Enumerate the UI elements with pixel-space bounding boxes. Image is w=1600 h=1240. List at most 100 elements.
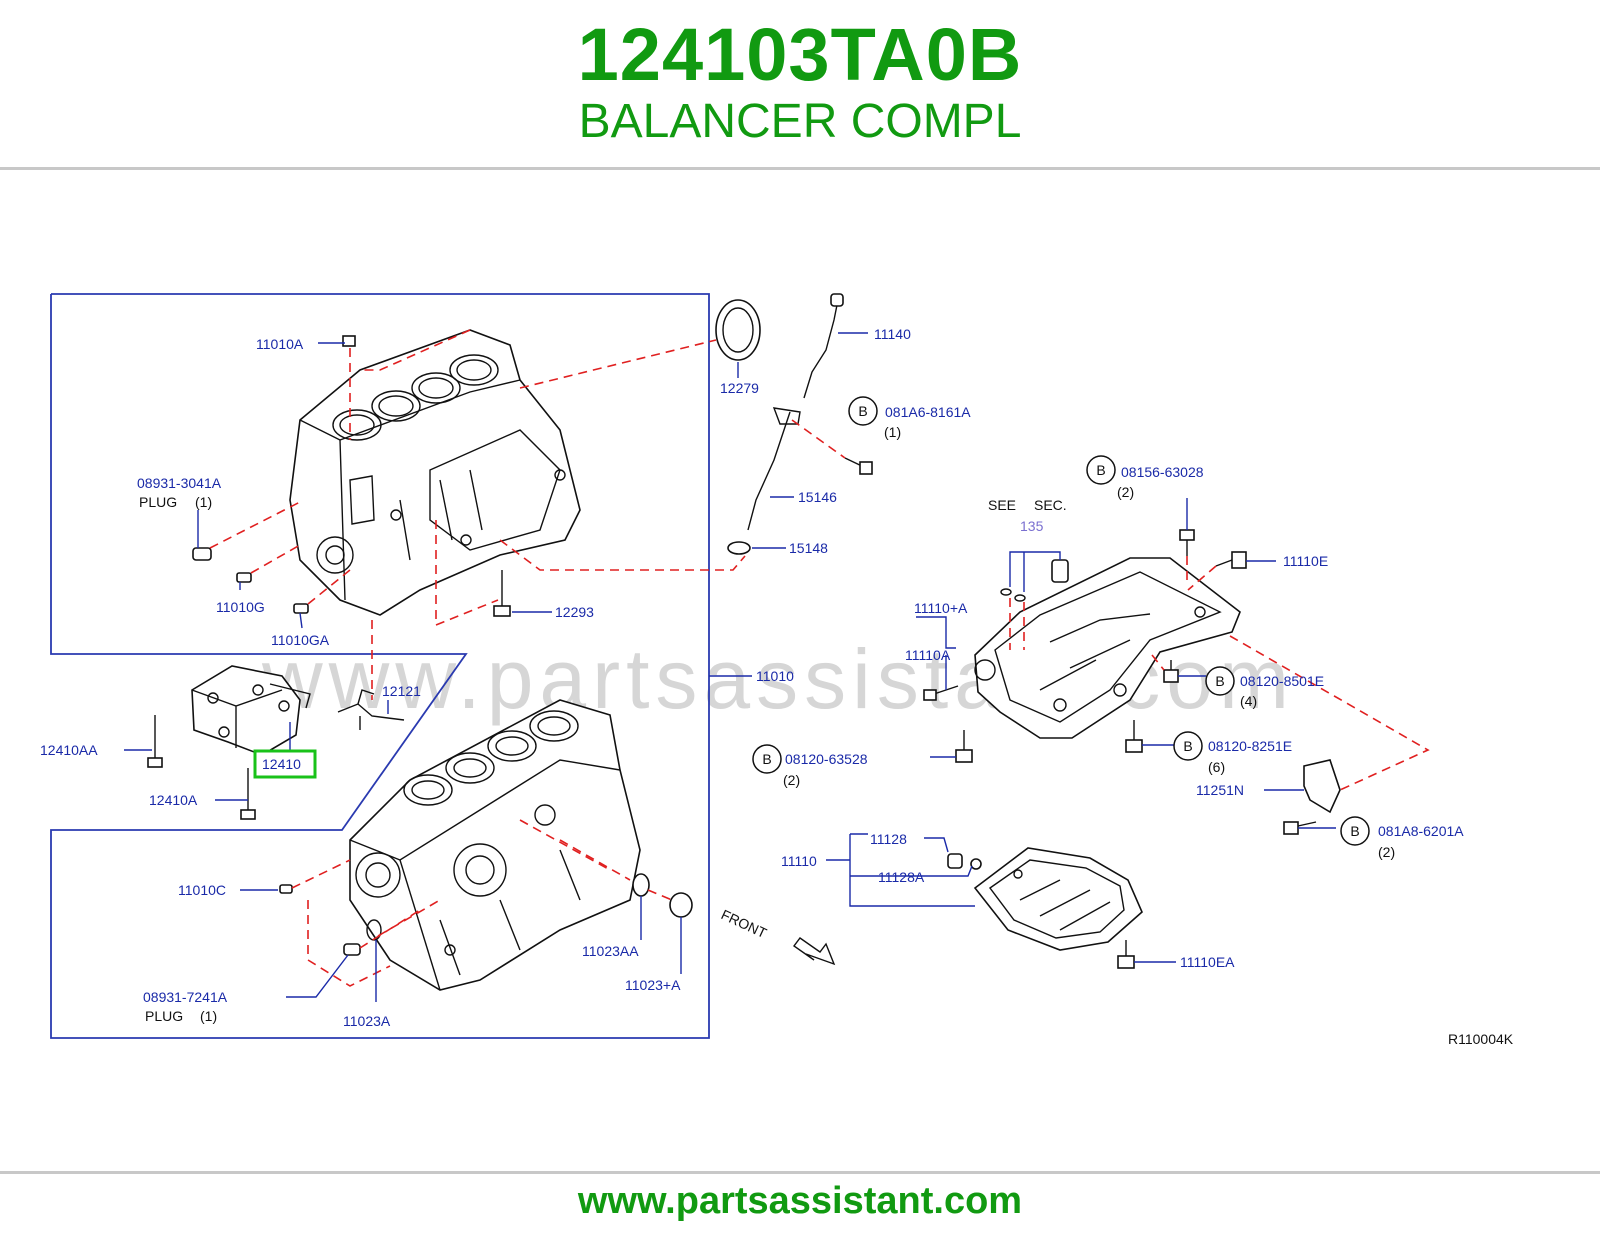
dowel-11010GA[interactable] (293, 603, 309, 614)
label-11023A: 11023A (343, 1013, 391, 1029)
label-11010GA: 11010GA (271, 632, 330, 648)
label-11023pA: 11023+A (625, 977, 681, 993)
cylinder-block-lower[interactable] (349, 699, 641, 991)
bolt-12410AA[interactable] (147, 715, 163, 768)
label-12293: 12293 (555, 604, 594, 620)
label-11110EA: 11110EA (1180, 954, 1235, 970)
plug-08931-3041A[interactable] (192, 547, 212, 561)
oil-pan-lower[interactable] (973, 847, 1143, 951)
label-63528-qty: (2) (783, 772, 800, 788)
diagram-code: R110004K (1448, 1031, 1514, 1047)
svg-text:B: B (1350, 823, 1359, 839)
label-6201A-qty: (2) (1378, 844, 1395, 860)
bolt-081A6-8161A[interactable] (844, 457, 873, 475)
svg-text:B: B (1096, 462, 1105, 478)
part-number-title: 124103TA0B (577, 13, 1023, 96)
label-plug-2-qty: (1) (200, 1008, 217, 1024)
dowel-11010G[interactable] (236, 572, 252, 583)
bolt-08120-63528[interactable] (955, 730, 973, 763)
label-08156-qty: (2) (1117, 484, 1134, 500)
label-leaders (124, 332, 1336, 1002)
oil-seal-12279[interactable] (715, 299, 761, 361)
header-divider (0, 167, 1600, 170)
plug-08931-7241A[interactable] (343, 943, 361, 956)
footer-divider (0, 1171, 1600, 1174)
label-08120-8501E: 08120-8501E (1240, 673, 1324, 689)
label-11110: 11110 (781, 853, 817, 869)
label-08120-8251E: 08120-8251E (1208, 738, 1292, 754)
label-08931-3041A: 08931-3041A (137, 475, 222, 491)
bracket-11251N[interactable] (1303, 759, 1341, 814)
label-11110pA: 11110+A (914, 600, 968, 616)
label-11110E: 11110E (1283, 553, 1328, 569)
label-11140: 11140 (874, 326, 911, 342)
label-08120-63528: 08120-63528 (785, 751, 868, 767)
footer-url-link[interactable]: www.partsassistant.com (577, 1180, 1023, 1222)
label-08156-63028: 08156-63028 (1121, 464, 1204, 480)
svg-text:B: B (858, 403, 867, 419)
bolt-marker-8251E: B (1173, 731, 1203, 761)
dowel-11010A[interactable] (342, 335, 356, 347)
assembly-frame (50, 293, 710, 1039)
label-see: SEE (988, 497, 1016, 513)
label-12410[interactable]: 12410 (262, 756, 301, 772)
label-12279: 12279 (720, 380, 759, 396)
svg-text:B: B (1183, 738, 1192, 754)
ring-sec135-a (1000, 588, 1012, 596)
label-11110A: 11110A (905, 647, 951, 663)
seal-11023AA[interactable] (632, 873, 650, 897)
dipstick-11140[interactable] (803, 293, 844, 399)
bolt-marker-081A6: B (848, 396, 878, 426)
diagram-panel (0, 270, 1600, 1060)
label-8251E-qty: (6) (1208, 759, 1225, 775)
label-11023AA: 11023AA (582, 943, 639, 959)
label-11128A: 11128A (878, 869, 925, 885)
bolt-12410A[interactable] (240, 768, 256, 820)
svg-text:B: B (1215, 673, 1224, 689)
page-header: 124103TA0B BALANCER COMPL (0, 0, 1600, 168)
svg-text:B: B (762, 751, 771, 767)
label-11010C: 11010C (178, 882, 226, 898)
oil-pan-upper[interactable] (974, 557, 1241, 739)
cylinder-block-upper[interactable] (289, 329, 581, 616)
label-11010G: 11010G (216, 599, 265, 615)
plug-sec135[interactable] (1051, 559, 1069, 583)
assembly-leaders (209, 329, 1430, 987)
dowel-11010C[interactable] (279, 884, 293, 894)
bolt-marker-63528: B (752, 744, 782, 774)
label-plug-1-qty: (1) (195, 494, 212, 510)
front-arrow-icon (793, 937, 836, 966)
label-12121: 12121 (382, 683, 421, 699)
balancer-unit[interactable] (191, 665, 311, 756)
bolt-12293[interactable] (493, 570, 511, 617)
plug-11023pA[interactable] (669, 892, 693, 918)
part-name-subtitle: BALANCER COMPL (578, 95, 1022, 148)
bolt-marker-6201A: B (1340, 816, 1370, 846)
bolt-marker-8501E: B (1205, 666, 1235, 696)
o-ring-15148[interactable] (727, 541, 751, 555)
label-081A6-8161A: 081A6-8161A (885, 404, 971, 420)
ring-sec135-b (1014, 594, 1026, 602)
highlight-box-12410[interactable] (253, 749, 317, 779)
drain-plug-11128[interactable] (947, 853, 982, 870)
label-sec-135: 135 (1020, 518, 1044, 534)
bolt-marker-08156: B (1086, 455, 1116, 485)
label-11251N: 11251N (1196, 782, 1244, 798)
label-15148: 15148 (789, 540, 828, 556)
bolt-08120-8251E[interactable] (1125, 720, 1143, 753)
label-08931-7241A: 08931-7241A (143, 989, 228, 1005)
label-081A8-6201A: 081A8-6201A (1378, 823, 1464, 839)
label-15146: 15146 (798, 489, 837, 505)
label-11128: 11128 (870, 831, 907, 847)
label-plug-2: PLUG (145, 1008, 183, 1024)
label-081A6-qty: (1) (884, 424, 901, 440)
label-11010: 11010 (756, 668, 794, 684)
label-plug-1: PLUG (139, 494, 177, 510)
label-12410A: 12410A (149, 792, 198, 808)
label-sec: SEC. (1034, 497, 1067, 513)
label-12410AA: 12410AA (40, 742, 98, 758)
label-11010A: 11010A (256, 336, 304, 352)
oil-jet-12121[interactable] (337, 689, 405, 730)
bolt-11110E[interactable] (1215, 551, 1247, 569)
